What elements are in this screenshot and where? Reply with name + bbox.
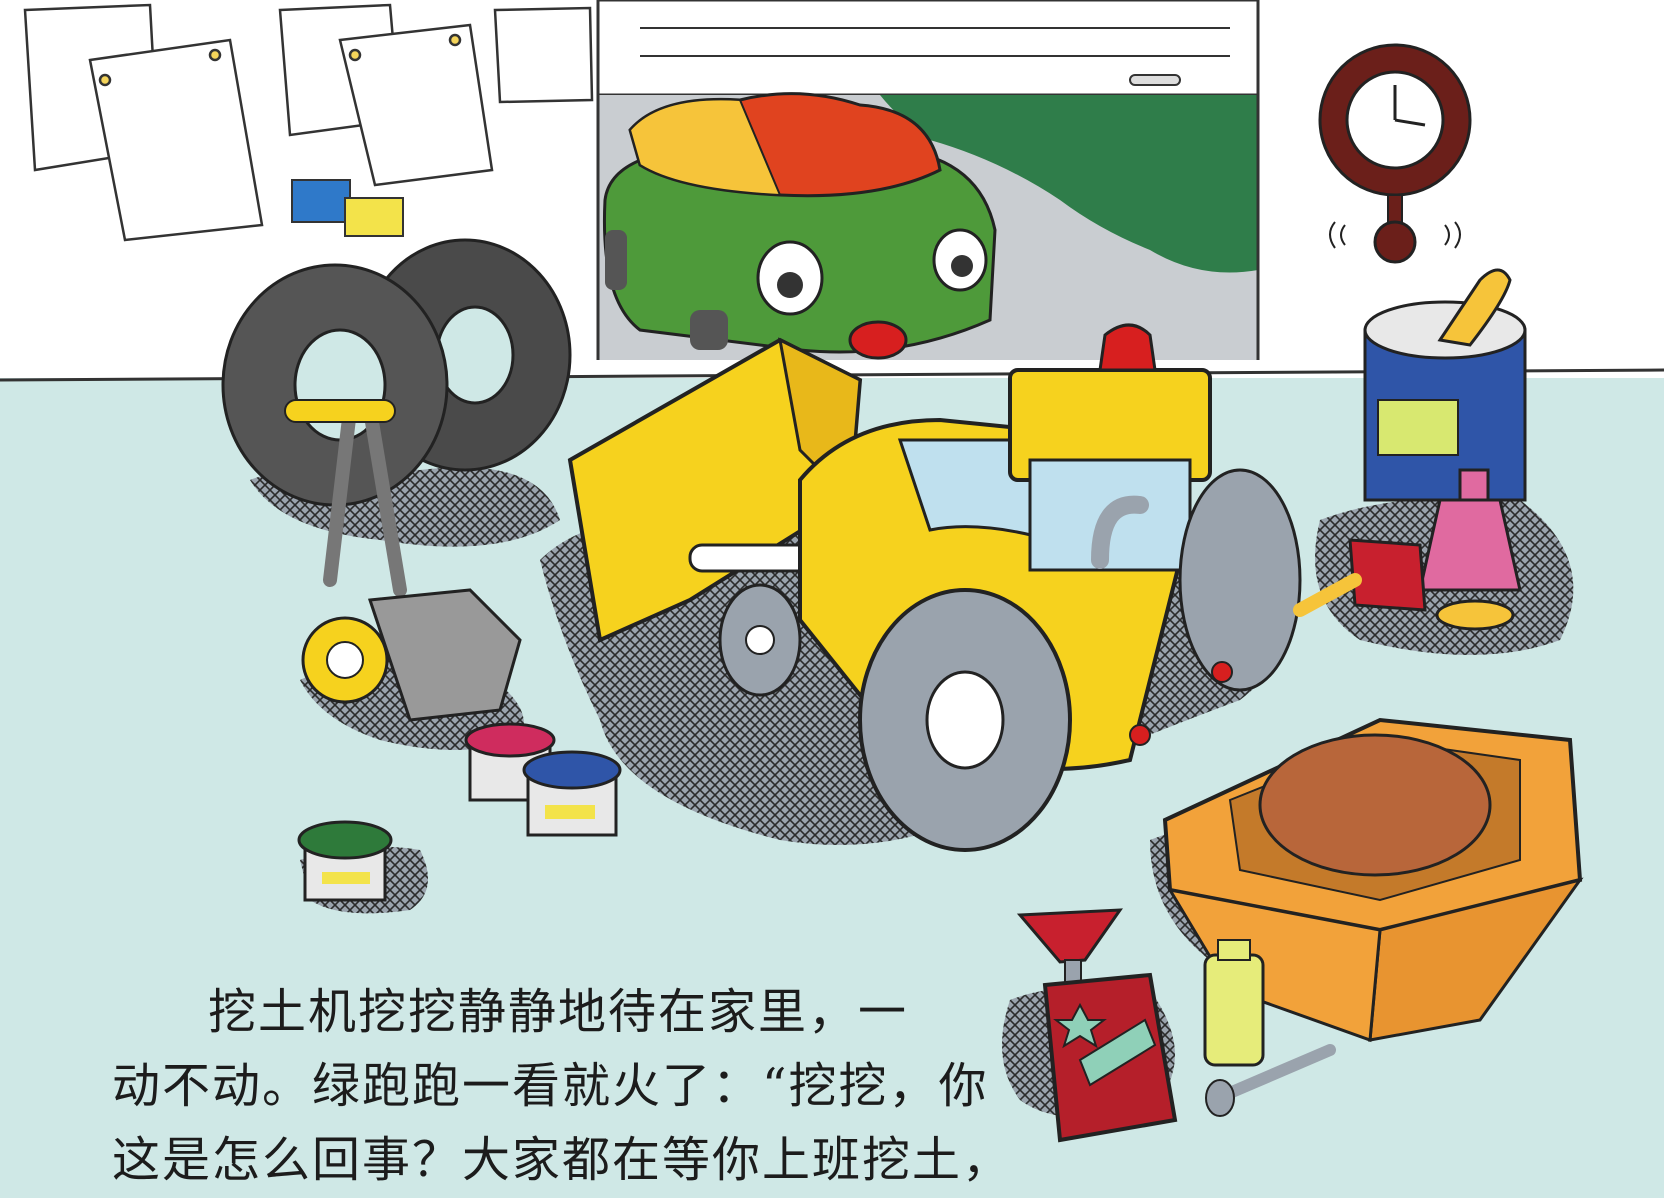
red-watering-can bbox=[1293, 538, 1427, 617]
wall-notes bbox=[23, 3, 594, 242]
yellow-bottle bbox=[1203, 939, 1265, 1067]
story-line-3: 这是怎么回事？大家都在等你上班挖土， bbox=[112, 1132, 1013, 1188]
sleeping-cat bbox=[1258, 733, 1492, 877]
yellow-sticky-note bbox=[344, 197, 404, 237]
blue-paint-bucket bbox=[1363, 268, 1527, 502]
blue-sticky-note bbox=[291, 179, 351, 223]
metal-bolt bbox=[1205, 1044, 1336, 1117]
red-funnel bbox=[1016, 908, 1123, 986]
wall-clock bbox=[1318, 43, 1472, 264]
yellow-bulldozer bbox=[567, 323, 1302, 852]
story-line-1: 挖土机挖挖静静地待在家里，一 bbox=[208, 984, 909, 1040]
story-line-2: 动不动。绿跑跑一看就火了：“挖挖，你 bbox=[112, 1058, 989, 1114]
red-gas-can bbox=[1042, 972, 1178, 1143]
lawn-mower bbox=[284, 399, 522, 722]
green-car bbox=[602, 92, 997, 360]
cardboard-box bbox=[1162, 717, 1584, 1043]
paint-pots bbox=[297, 722, 622, 902]
orange-lid bbox=[1435, 599, 1515, 631]
story-text: 挖土机挖挖静静地待在家里，一 动不动。绿跑跑一看就火了：“挖挖，你 这是怎么回事… bbox=[112, 975, 1013, 1197]
pink-bottle bbox=[1418, 468, 1522, 592]
